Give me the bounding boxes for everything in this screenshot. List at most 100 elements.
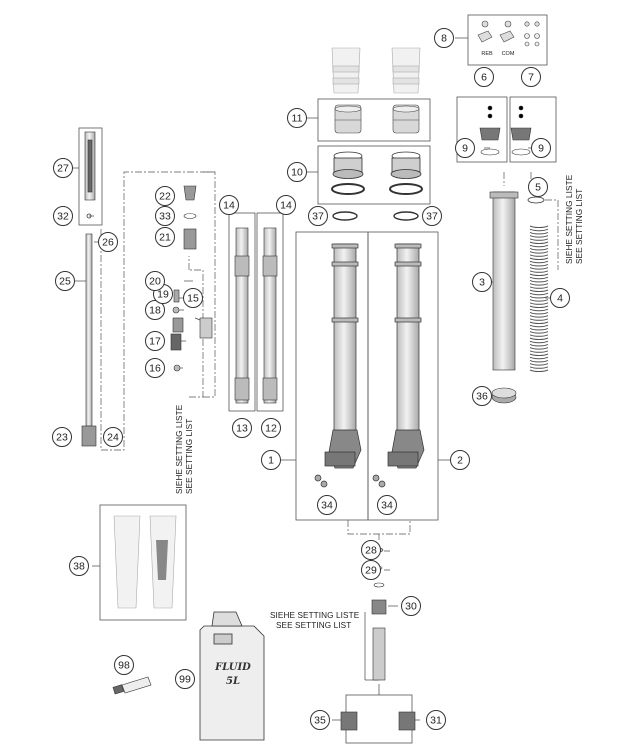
callout-circle-c25 [55,271,75,291]
setting-note-bottom-de: SIEHE SETTING LISTE [270,611,360,620]
callout-label-c20: 20 [149,276,161,288]
small-parts-bottom [340,547,416,731]
callout-circle-c4 [550,288,570,308]
box-11 [317,98,431,142]
callout-circle-c2 [450,450,470,470]
spring-coils [529,225,549,372]
fluid-volume-label: 5L [226,676,240,687]
callout-circle-c10 [287,162,307,182]
callout-circle-c22 [155,186,175,206]
box-7-9 [509,96,557,163]
callout-circle-c98 [114,655,134,675]
callout-circle-c9a [455,138,475,158]
callout-label-c27: 27 [57,163,69,175]
callout-circle-c30 [401,596,421,616]
callout-circle-c32 [53,206,73,226]
adjuster-knobs-8 [477,20,540,47]
callout-label-c37b: 37 [426,211,438,223]
callout-label-c37a: 37 [312,211,324,223]
callout-label-c31: 31 [430,715,442,727]
callout-label-c2: 2 [457,455,463,467]
fluid-can-99 [199,611,265,741]
box-13 [228,212,256,412]
callout-circle-c24 [103,427,123,447]
seals-10 [331,151,423,195]
callout-label-c98: 98 [118,660,130,672]
fork-cap-7 [510,105,532,156]
callout-circle-c17 [145,331,165,351]
callout-label-c8: 8 [441,33,447,45]
callout-circle-c14a [219,195,239,215]
callout-circle-c35 [310,710,330,730]
spring-tube-3 [489,191,519,371]
callout-circle-c6 [474,67,494,87]
callout-circle-c12 [261,418,281,438]
callout-label-c29: 29 [365,565,377,577]
nut-36 [491,387,517,404]
callout-circle-c28 [361,540,381,560]
callout-circle-c34a [317,495,337,515]
callout-circle-c31 [426,710,446,730]
callout-label-c38: 38 [73,561,85,573]
box-38 [99,504,187,621]
callout-label-c12: 12 [265,423,277,435]
callout-circle-c16 [145,358,165,378]
callout-circle-c34b [377,495,397,515]
box-27 [78,127,103,226]
callout-label-c6: 6 [481,72,487,84]
callout-label-c4: 4 [557,293,563,305]
setting-note-bottom-en: SEE SETTING LIST [276,621,351,630]
setting-note-right: SIEHE SETTING LISTE SEE SETTING LIST [565,174,584,264]
callout-circle-c38 [69,556,89,576]
fork-cap-6 [479,105,501,156]
fork-spring-4 [529,225,549,372]
box-12 [256,212,284,412]
callout-label-c15: 15 [187,293,199,305]
fork-protectors-top [331,47,421,94]
callout-label-c19: 19 [157,289,169,301]
o-ring-32 [86,213,92,219]
callout-circle-c9b [531,138,551,158]
callout-label-c5: 5 [535,182,541,194]
callout-circle-c3 [472,272,492,292]
callout-circle-c7 [521,67,541,87]
valve-27 [84,131,96,201]
setting-note-right-de: SIEHE SETTING LISTE [565,174,574,264]
callout-circle-c1 [261,450,281,470]
callout-circle-c5 [528,177,548,197]
setting-note-left: SIEHE SETTING LISTE SEE SETTING LIST [175,404,194,494]
callout-circle-c33 [155,206,175,226]
callout-label-c16: 16 [149,363,161,375]
callout-label-c36: 36 [476,391,488,403]
callout-label-c14b: 14 [280,200,292,212]
callout-circle-c26 [98,232,118,252]
callout-circle-c23 [52,427,72,447]
callout-label-c32: 32 [57,211,69,223]
callout-circle-c29 [361,560,381,580]
callout-label-c34b: 34 [381,500,393,512]
callout-circle-c36 [472,386,492,406]
callout-label-c3: 3 [479,277,485,289]
cartridge-13 [234,227,250,404]
callout-label-c9b: 9 [538,143,544,155]
callout-label-c23: 23 [56,432,68,444]
box-10 [317,145,431,205]
setting-note-bottom: SIEHE SETTING LISTE SEE SETTING LIST [270,611,360,630]
callout-label-c13: 13 [236,423,248,435]
callout-circle-c11 [287,108,307,128]
setting-note-left-en: SEE SETTING LIST [185,419,194,494]
setting-note-left-de: SIEHE SETTING LISTE [175,404,184,494]
callout-circle-c99 [175,669,195,689]
fork-leg-right-2 [372,243,425,488]
box-1 [295,231,369,521]
callout-label-c26: 26 [102,237,114,249]
washer-5 [527,196,545,204]
fluid-label: FLUID [214,662,251,673]
cartridge-12 [262,227,278,404]
callout-circle-c37a [308,206,328,226]
callout-circle-c15 [183,288,203,308]
callout-label-c35: 35 [314,715,326,727]
